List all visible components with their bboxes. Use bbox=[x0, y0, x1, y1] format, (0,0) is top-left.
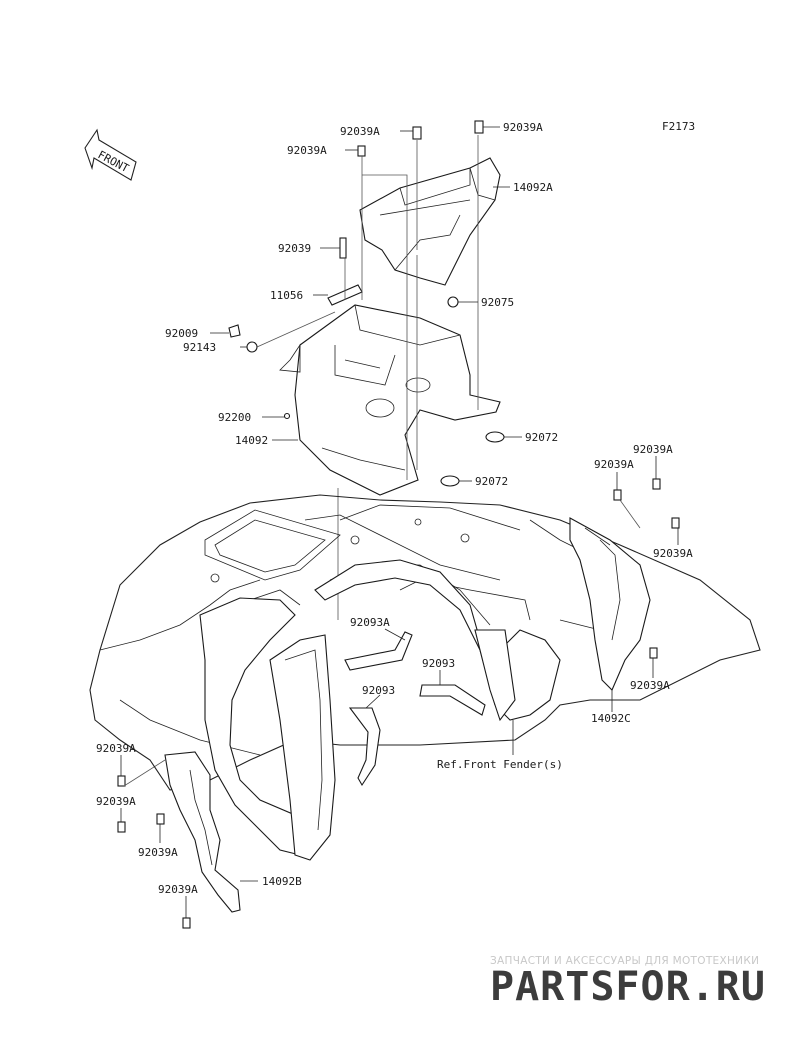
left-wheel-liner bbox=[199, 597, 336, 861]
watermark-tagline: ЗАПЧАСТИ И АКСЕССУАРЫ ДЛЯ МОТОТЕХНИКИ bbox=[490, 955, 759, 967]
strap-92093 bbox=[419, 684, 486, 716]
rear-fender-body bbox=[89, 494, 761, 791]
callout-label: 92009 bbox=[165, 327, 198, 340]
callout-label: 14092A bbox=[513, 181, 553, 194]
leader-lines bbox=[120, 126, 679, 918]
assembly-guides bbox=[123, 135, 641, 787]
callout-label: 92039A bbox=[287, 144, 327, 157]
callout-label: 92039A bbox=[594, 458, 634, 471]
part-14092C bbox=[569, 517, 651, 691]
callout-label: 92039A bbox=[633, 443, 673, 456]
watermark: ЗАПЧАСТИ И АКСЕССУАРЫ ДЛЯ МОТОТЕХНИКИ PA… bbox=[490, 955, 766, 1010]
callout-label: 92039A bbox=[503, 121, 543, 134]
callout-label: 92093 bbox=[362, 684, 395, 697]
front-arrow-icon: FRONT bbox=[84, 128, 137, 181]
part-14092B bbox=[164, 751, 241, 913]
callout-label: 92039A bbox=[138, 846, 178, 859]
part-14092 bbox=[279, 304, 501, 496]
reference-note: Ref.Front Fender(s) bbox=[437, 758, 563, 771]
right-wheel-liner bbox=[314, 559, 561, 722]
callout-label: 14092B bbox=[262, 875, 302, 888]
callout-label: 11056 bbox=[270, 289, 303, 302]
callout-label: 92072 bbox=[475, 475, 508, 488]
callout-label: 92039A bbox=[96, 795, 136, 808]
callout-label: 92143 bbox=[183, 341, 216, 354]
hose-92093 bbox=[348, 707, 381, 787]
callout-label: 14092 bbox=[235, 434, 268, 447]
callout-label: 92039A bbox=[630, 679, 670, 692]
diagram-code: F2173 bbox=[662, 120, 695, 133]
callout-label: 92072 bbox=[525, 431, 558, 444]
callout-label: 92093 bbox=[422, 657, 455, 670]
callout-label: 92039A bbox=[340, 125, 380, 138]
hardware bbox=[117, 120, 680, 929]
front-label: FRONT bbox=[96, 148, 132, 175]
strap-92093A bbox=[344, 631, 413, 671]
watermark-logo: PARTSFOR.RU bbox=[490, 964, 766, 1010]
callout-label: 92200 bbox=[218, 411, 251, 424]
callout-labels: 92039A 92039A 92039A 14092A 92039 11056 … bbox=[96, 121, 693, 896]
callout-label: 92039A bbox=[653, 547, 693, 560]
callout-label: 14092C bbox=[591, 712, 631, 725]
callout-label: 92039A bbox=[158, 883, 198, 896]
callout-label: 92075 bbox=[481, 296, 514, 309]
callout-label: 92039A bbox=[96, 742, 136, 755]
callout-label: 92093A bbox=[350, 616, 390, 629]
part-14092A bbox=[359, 157, 501, 286]
callout-label: 92039 bbox=[278, 242, 311, 255]
